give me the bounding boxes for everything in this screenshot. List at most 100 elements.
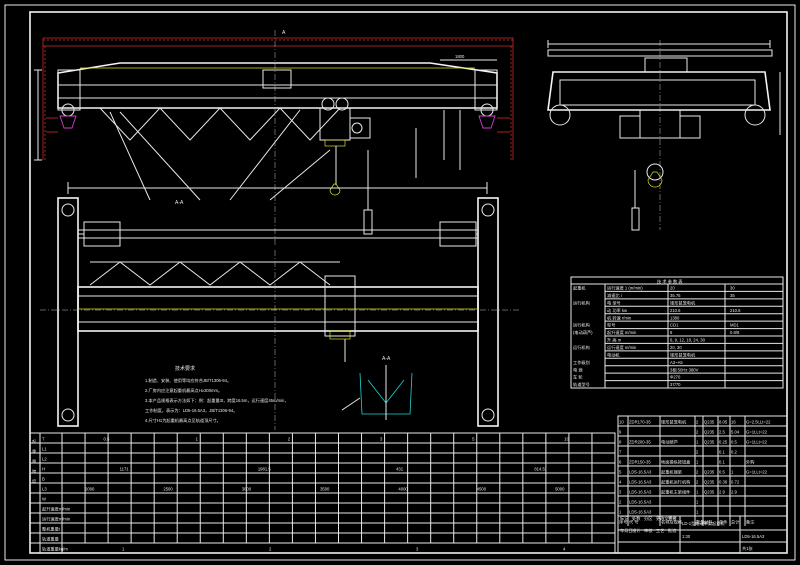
bom-r6-c1: LD5-16.5A3 (629, 480, 652, 485)
bom-r5-c3: 2 (696, 470, 699, 475)
param-val1-2: 锥形鼠笼电机 (670, 299, 696, 306)
param-val1-4: 1380 (670, 315, 680, 320)
bom-header-4: 材料 (704, 519, 713, 526)
spec-row1-0: 0.5 (103, 437, 109, 442)
param-val1-7: 6, 9, 12, 18, 24, 30 (670, 338, 706, 343)
notes-line-3: 3.本产品规格表示方法如下：例：起重量3t，跨度16.5m，运行速度45m/mi… (145, 397, 289, 404)
bom-r8-c0: 2 (619, 500, 622, 505)
bom-header-3: 数量 (696, 519, 704, 526)
bom-r2-c6: 0.5 (731, 440, 737, 445)
bom-r1-c7: G=1t,Lt=22 (746, 430, 768, 435)
sign-label-1: 处数 (632, 515, 641, 522)
param-name-5: 型号 (607, 322, 615, 329)
spec-side-3: 跨 (32, 468, 37, 475)
bom-r4-c5: 0.1 (719, 460, 725, 465)
bom-r6-c5: 0.36 (719, 480, 728, 485)
param-val2-6: 0.8/8 (730, 330, 740, 335)
bom-r7-c0: 3 (619, 490, 622, 495)
bom-r6-c0: 4 (619, 480, 622, 485)
spec-left-2: L2 (42, 457, 47, 462)
bom-r2-c0: 8 (619, 440, 622, 445)
bom-header-7: 备注 (746, 519, 755, 526)
param-val2-1: 35 (730, 293, 735, 298)
param-group-8: 运行机构 (573, 344, 590, 351)
spec-rowA-3: 3500 (320, 487, 330, 492)
bom-r0-c3: 2 (696, 420, 699, 425)
bom-r2-c1: ZDR200-35 (629, 440, 651, 445)
spec-bottom-0: 1 (122, 547, 125, 552)
bom-r7-c6: 2.9 (731, 490, 737, 495)
bom-r1-c5: 2.5 (719, 430, 725, 435)
front-elevation-view: A A-A 1800 (34, 30, 514, 245)
param-group-13: 轨道型号 (573, 381, 590, 388)
param-group-2: 运行机构 (573, 299, 590, 306)
drawing-title: LD-1型电动单梁起重机 (682, 520, 725, 527)
param-val2-3: 210.6 (730, 308, 741, 313)
bom-r9-c0: 1 (619, 510, 622, 515)
spec-row1-1: 1 (196, 437, 199, 442)
bom-header-0: 序号 (619, 519, 627, 526)
param-name-8: 运行速度 m/min (607, 344, 637, 351)
bom-r0-c6: 16 (731, 420, 736, 425)
spec-row1-2: 2 (288, 437, 291, 442)
spec-side-2: 量 (32, 458, 36, 465)
bom-header-2: 名称及规格 (661, 519, 683, 526)
bom-r5-c0: 5 (619, 470, 622, 475)
electric-hoist (319, 97, 371, 196)
bom-r2-c2: 电动葫芦 (661, 439, 678, 446)
bom-r7-c5: 2.9 (719, 490, 725, 495)
plan-view: A-A (40, 197, 520, 430)
param-name-2: 电 型号 (607, 299, 621, 306)
param-val1-12: Φ270 (670, 375, 681, 380)
spec-span-0: 1171 (120, 467, 130, 472)
technical-notes: 技术要求 1.制造、安装、使用等均应符合JB/T1306-94。 2.厂房内应注… (145, 365, 289, 424)
param-val1-3: 210.6 (670, 308, 681, 313)
bom-header-1: 代 号 (629, 519, 639, 526)
param-name-4: 机 转速 r/min (607, 314, 632, 321)
param-val1-13: 37/70 (670, 382, 681, 387)
spec-row1-3: 3 (380, 437, 383, 442)
param-val1-6: 8 (670, 330, 673, 335)
drawing-scale: 1:30 (682, 534, 691, 539)
param-val2-5: MD1 (730, 323, 740, 328)
bom-r6-c3: 2 (696, 480, 699, 485)
spec-span-3: 814.5 (534, 467, 545, 472)
param-group-5: 运行机构 (573, 322, 590, 329)
param-val1-9: 锥形鼠笼电机 (670, 351, 696, 358)
spec-bottom-3: 4 (563, 547, 566, 552)
spec-left-6: W (42, 497, 46, 502)
bom-r2-c5: 0.25 (719, 440, 728, 445)
param-val1-5: CD1 (670, 323, 679, 328)
spec-side-0: 起 (32, 439, 37, 445)
param-name-0: 运行速度 1 (m/min) (607, 285, 643, 292)
bom-r2-c4: Q235 (704, 440, 715, 445)
param-val2-0: 30 (730, 286, 735, 291)
spec-span-1: 1981.5 (258, 467, 271, 472)
bom-r5-c6: 1 (731, 470, 734, 475)
spec-left-10: 轨道重量 (42, 536, 59, 543)
bom-r1-c3: 2 (696, 430, 699, 435)
bom-r0-c4: Q235 (704, 420, 715, 425)
bom-r1-c6: 5.04 (731, 430, 740, 435)
spec-left-11: 轨道重量kg/m (42, 546, 68, 553)
param-name-3: 动 功率 kw (607, 307, 628, 314)
spec-rowA-0: 2000 (85, 487, 95, 492)
param-val1-1: 35.75 (670, 293, 681, 298)
spec-rowA-1: 2500 (163, 487, 173, 492)
spec-bottom-1: 2 (269, 547, 272, 552)
dim-top-span: 1800 (455, 54, 465, 59)
spec-rowA-5: 4500 (477, 487, 487, 492)
spec-row1-4: 5 (472, 437, 475, 442)
param-val1-10: A3~A5 (670, 360, 683, 365)
bom-r7-c1: LD5-16.5A3 (629, 490, 652, 495)
spec-rowA-4: 4000 (398, 487, 408, 492)
spec-table: TL1L2HBL3W起升速度m/min运行速度m/min整机重量t轨道重量轨道重… (29, 432, 616, 554)
param-name-1: 减速比 i (607, 292, 622, 299)
bom-r7-c4: Q235 (704, 490, 715, 495)
title-block: LD-1型电动单梁起重机 1:30 LD5-16.5A3 共1张 (618, 515, 787, 553)
notes-line-2: 2.厂房内应注意起重机最高点H≥300mm。 (145, 387, 222, 394)
param-val1-8: 20, 30 (670, 345, 682, 350)
section-a-title: A-A (382, 356, 391, 362)
